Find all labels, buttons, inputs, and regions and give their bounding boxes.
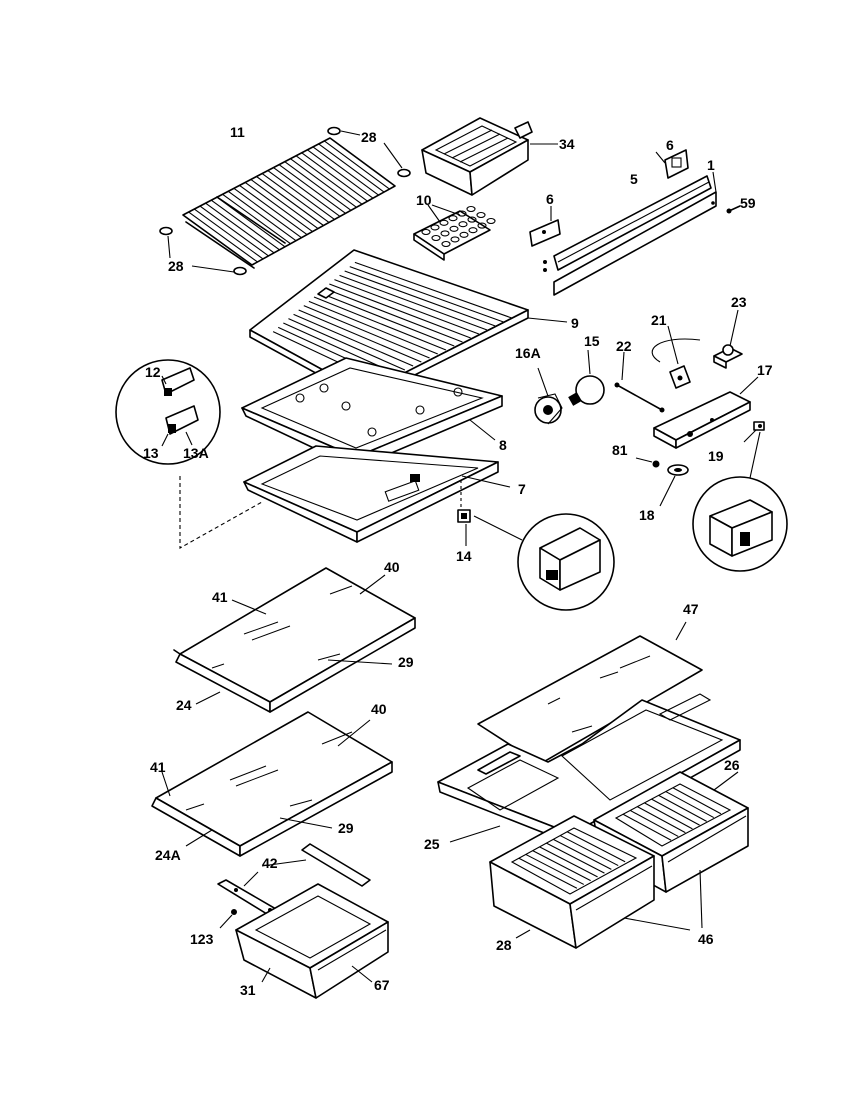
label-29-upper: 29 <box>398 654 414 670</box>
label-47: 47 <box>683 601 699 617</box>
label-24a: 24A <box>155 847 181 863</box>
label-23: 23 <box>731 294 747 310</box>
label-12: 12 <box>145 364 161 380</box>
glass-shelf-upper <box>173 567 416 713</box>
detail-leader-lines <box>179 476 462 549</box>
label-41-upper: 41 <box>212 589 228 605</box>
detail-circle-parts-12-13 <box>115 359 221 465</box>
label-28-top: 28 <box>361 129 377 145</box>
label-15: 15 <box>584 333 600 349</box>
label-81: 81 <box>612 442 628 458</box>
label-18: 18 <box>639 507 655 523</box>
label-26: 26 <box>724 757 740 773</box>
control-housing-part-17 <box>653 376 759 449</box>
label-13: 13 <box>143 445 159 461</box>
light-switch-part-19 <box>692 421 788 572</box>
label-17: 17 <box>757 362 773 378</box>
wire-shelf-part-11 <box>182 137 396 269</box>
label-10: 10 <box>416 192 432 208</box>
screw-part-59 <box>726 205 741 214</box>
label-28-drawer: 28 <box>496 937 512 953</box>
shelf-support-pegs-part-28 <box>159 126 411 276</box>
label-21: 21 <box>651 312 667 328</box>
label-7: 7 <box>518 481 526 497</box>
label-1: 1 <box>707 157 715 173</box>
light-bulb-part-15 <box>568 349 605 406</box>
label-40-lower: 40 <box>371 701 387 717</box>
dairy-basket-part-34 <box>421 117 558 196</box>
drawer-ribs-left <box>518 831 626 889</box>
crisper-drawer-left <box>489 815 703 949</box>
label-11: 11 <box>230 124 245 140</box>
label-16a: 16A <box>515 345 541 361</box>
label-25: 25 <box>424 836 440 852</box>
label-24: 24 <box>176 697 192 713</box>
label-22: 22 <box>616 338 632 354</box>
trim-bar-part-1 <box>553 171 717 296</box>
control-part-21 <box>651 325 701 389</box>
bracket-part-6-lower <box>529 206 561 247</box>
label-46: 46 <box>698 931 714 947</box>
label-40-upper: 40 <box>384 559 400 575</box>
cover-ribs <box>272 261 512 383</box>
label-41-lower: 41 <box>150 759 166 775</box>
label-42: 42 <box>262 855 278 871</box>
screw-part-123 <box>219 909 237 929</box>
egg-cups <box>421 205 496 248</box>
label-29-lower: 29 <box>338 820 354 836</box>
label-123: 123 <box>190 931 214 947</box>
label-19: 19 <box>708 448 724 464</box>
knob-part-18 <box>659 464 689 507</box>
label-6-top: 6 <box>666 137 674 153</box>
glass-shelf-lower <box>151 711 393 857</box>
label-14: 14 <box>456 548 472 564</box>
label-5: 5 <box>630 171 638 187</box>
label-28-left: 28 <box>168 258 184 274</box>
crisper-drawer-small <box>235 883 389 999</box>
bracket-part-6-upper <box>655 149 689 179</box>
label-34: 34 <box>559 136 575 152</box>
switch-part-14 <box>457 509 615 611</box>
label-9: 9 <box>571 315 579 331</box>
drawer-slide-part-42 <box>261 843 371 887</box>
label-8: 8 <box>499 437 507 453</box>
rod-part-22 <box>614 351 665 413</box>
trim-bar-part-5 <box>543 175 712 272</box>
label-31: 31 <box>240 982 256 998</box>
drawer-ribs-right <box>622 787 722 841</box>
label-6-lower: 6 <box>546 191 554 207</box>
shelf-tray-part-7 <box>243 445 511 543</box>
part-number-labels: 11 28 34 6 1 10 6 5 59 28 9 23 21 16A 15… <box>143 124 773 998</box>
egg-trays-part-10 <box>413 204 496 261</box>
label-59: 59 <box>740 195 756 211</box>
label-13a: 13A <box>183 445 209 461</box>
thermostat-part-23 <box>713 309 743 369</box>
lamp-socket-part-16a <box>534 367 563 425</box>
label-67: 67 <box>374 977 390 993</box>
screw-part-81 <box>635 457 660 468</box>
